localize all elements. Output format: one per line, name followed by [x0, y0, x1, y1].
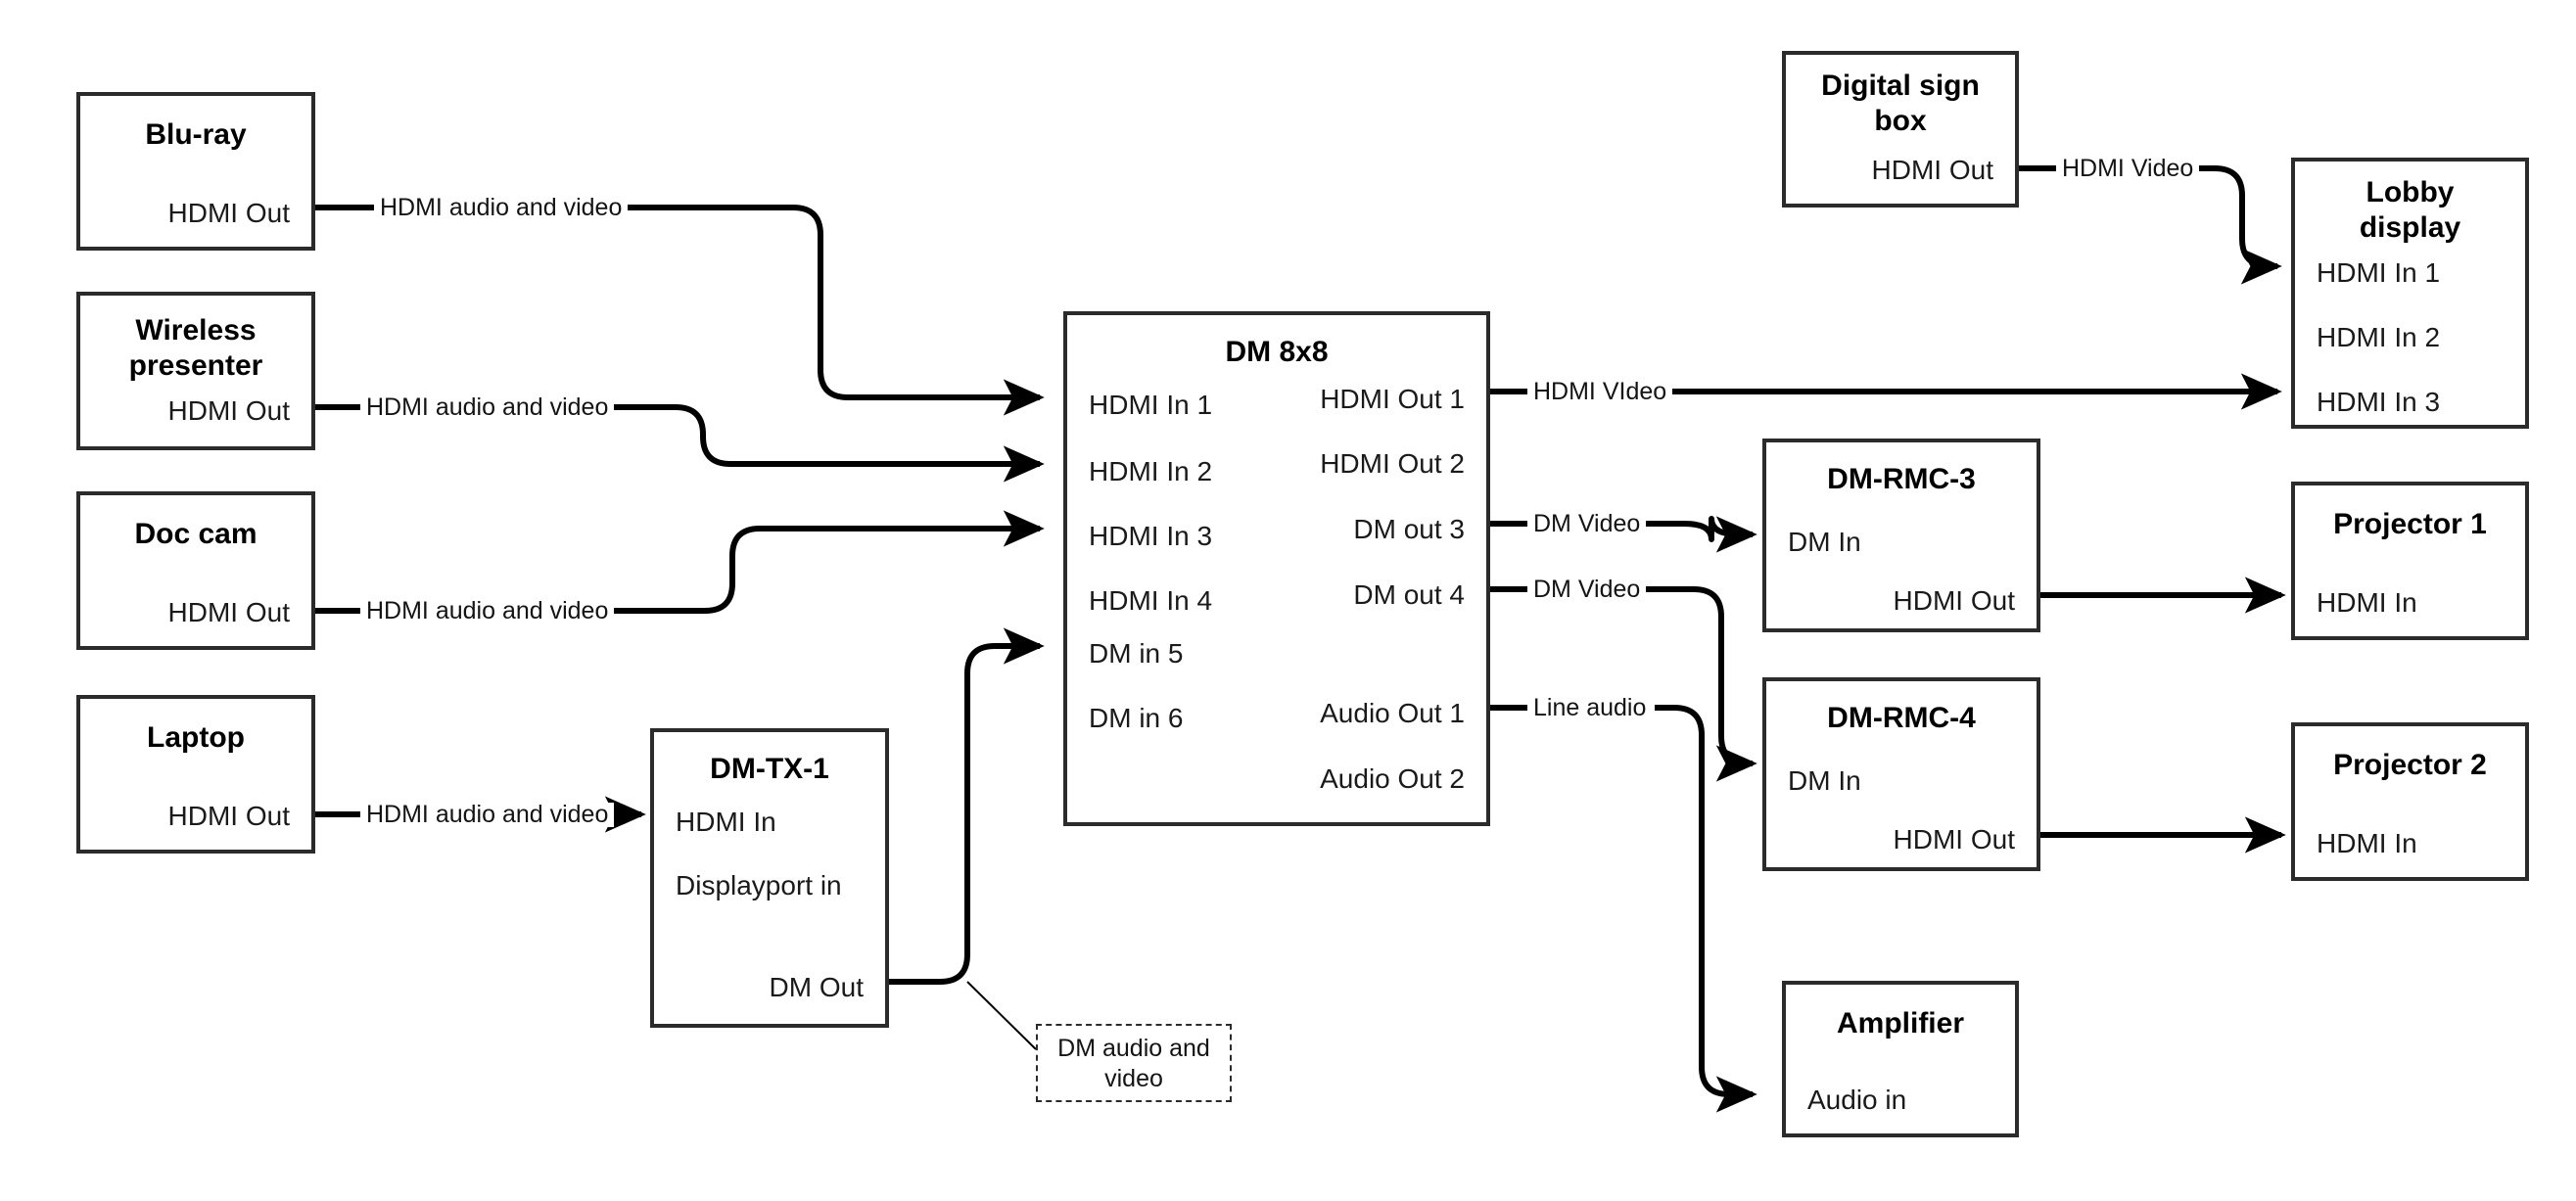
node-dm-rmc-4[interactable]: DM-RMC-4 DM In HDMI Out	[1762, 677, 2040, 871]
node-dm-8x8-title: DM 8x8	[1225, 336, 1329, 368]
port-dm-in-5[interactable]: DM in 5	[1089, 638, 1184, 669]
node-bluray[interactable]: Blu-ray HDMI Out	[76, 92, 315, 251]
port-dm-in-3[interactable]: HDMI In 3	[1089, 521, 1213, 551]
port-projector2-hdmi-in[interactable]: HDMI In	[2317, 828, 2417, 858]
node-projector-2-title: Projector 2	[2333, 749, 2487, 781]
wire-audio-out1-to-amp	[1486, 705, 1753, 1094]
node-dm-rmc-4-title: DM-RMC-4	[1827, 702, 1976, 734]
wire-callout-leader	[966, 981, 1037, 1050]
node-digital-sign-box[interactable]: Digital sign box HDMI Out	[1782, 51, 2019, 208]
node-digital-sign-box-title-line2: box	[1874, 105, 1927, 137]
node-dm-tx-1-title: DM-TX-1	[710, 753, 829, 785]
port-rmc4-hdmi-out[interactable]: HDMI Out	[1893, 824, 2015, 855]
port-dm-in-4[interactable]: HDMI In 4	[1089, 585, 1213, 616]
callout-line-2: video	[1104, 1065, 1163, 1093]
node-amplifier-title: Amplifier	[1836, 1007, 1965, 1039]
edge-label-doccam: HDMI audio and video	[360, 599, 615, 624]
port-projector1-hdmi-in[interactable]: HDMI In	[2317, 587, 2417, 618]
node-dm-tx-1[interactable]: DM-TX-1 HDMI In Displayport in DM Out	[650, 728, 889, 1028]
edge-label-bluray: HDMI audio and video	[374, 196, 629, 220]
port-lobby-hdmi-in-1[interactable]: HDMI In 1	[2317, 257, 2441, 288]
node-bluray-title: Blu-ray	[145, 118, 247, 151]
wire-tx-to-dm-in5	[889, 627, 1045, 985]
node-projector-1-title: Projector 1	[2333, 508, 2487, 540]
node-doc-cam-title: Doc cam	[134, 518, 258, 550]
node-projector-2[interactable]: Projector 2 HDMI In	[2291, 722, 2529, 881]
node-projector-1[interactable]: Projector 1 HDMI In	[2291, 482, 2529, 640]
node-laptop[interactable]: Laptop HDMI Out	[76, 695, 315, 854]
port-laptop-hdmi-out[interactable]: HDMI Out	[167, 801, 290, 831]
node-lobby-display-title-line2: display	[2359, 211, 2461, 244]
node-wireless-presenter[interactable]: Wireless presenter HDMI Out	[76, 292, 315, 450]
node-wireless-presenter-title-line2: presenter	[128, 349, 263, 382]
wire-dm-out4-to-rmc4	[1486, 586, 1753, 763]
node-wireless-presenter-title-line1: Wireless	[135, 314, 257, 346]
edge-label-dm-out3: DM Video	[1527, 512, 1647, 536]
port-dm-in-1[interactable]: HDMI In 1	[1089, 390, 1213, 420]
edge-label-audio-out1: Line audio	[1527, 696, 1653, 720]
port-bluray-hdmi-out[interactable]: HDMI Out	[167, 198, 290, 228]
port-tx-hdmi-in[interactable]: HDMI In	[676, 807, 776, 837]
port-dm-audio-out-1[interactable]: Audio Out 1	[1320, 698, 1465, 728]
port-tx-dm-out[interactable]: DM Out	[769, 972, 864, 1002]
node-lobby-display-title-line1: Lobby	[2365, 176, 2455, 208]
port-dm-in-6[interactable]: DM in 6	[1089, 703, 1184, 733]
port-rmc4-dm-in[interactable]: DM In	[1788, 765, 1861, 796]
port-dm-out-3[interactable]: DM out 3	[1353, 514, 1465, 544]
port-dm-out-2[interactable]: HDMI Out 2	[1320, 448, 1465, 479]
callout-dm-audio-and-video: DM audio and video	[1036, 1024, 1232, 1102]
port-rmc3-dm-in[interactable]: DM In	[1788, 527, 1861, 557]
port-rmc3-hdmi-out[interactable]: HDMI Out	[1893, 585, 2015, 616]
edge-label-wireless: HDMI audio and video	[360, 395, 615, 420]
callout-line-1: DM audio and	[1057, 1035, 1210, 1062]
edge-label-dm-out4: DM Video	[1527, 577, 1647, 602]
port-sign-hdmi-out[interactable]: HDMI Out	[1871, 155, 1993, 185]
port-dm-audio-out-2[interactable]: Audio Out 2	[1320, 763, 1465, 794]
node-dm-8x8[interactable]: DM 8x8 HDMI In 1 HDMI In 2 HDMI In 3 HDM…	[1063, 311, 1490, 826]
edge-label-sign-to-lobby: HDMI Video	[2056, 157, 2200, 181]
port-amplifier-audio-in[interactable]: Audio in	[1807, 1085, 1907, 1115]
port-tx-displayport-in[interactable]: Displayport in	[676, 870, 842, 901]
port-wireless-hdmi-out[interactable]: HDMI Out	[167, 395, 290, 426]
port-doccam-hdmi-out[interactable]: HDMI Out	[167, 597, 290, 627]
port-dm-in-2[interactable]: HDMI In 2	[1089, 456, 1213, 486]
node-amplifier[interactable]: Amplifier Audio in	[1782, 981, 2019, 1137]
node-digital-sign-box-title-line1: Digital sign	[1821, 69, 1980, 102]
port-dm-out-4[interactable]: DM out 4	[1353, 579, 1465, 610]
port-dm-out-1[interactable]: HDMI Out 1	[1320, 384, 1465, 414]
node-doc-cam[interactable]: Doc cam HDMI Out	[76, 491, 315, 650]
wire-bluray-to-dm-in1	[315, 205, 1040, 397]
edge-label-dm-out1: HDMI VIdeo	[1527, 380, 1673, 404]
node-dm-rmc-3[interactable]: DM-RMC-3 DM In HDMI Out	[1762, 439, 2040, 632]
port-lobby-hdmi-in-3[interactable]: HDMI In 3	[2317, 387, 2441, 417]
port-lobby-hdmi-in-2[interactable]: HDMI In 2	[2317, 322, 2441, 352]
node-lobby-display[interactable]: Lobby display HDMI In 1 HDMI In 2 HDMI I…	[2291, 158, 2529, 429]
node-laptop-title: Laptop	[147, 721, 245, 754]
node-dm-rmc-3-title: DM-RMC-3	[1827, 463, 1976, 495]
edge-label-laptop: HDMI audio and video	[360, 803, 615, 827]
wire-sign-to-lobby-in1	[2019, 165, 2277, 266]
